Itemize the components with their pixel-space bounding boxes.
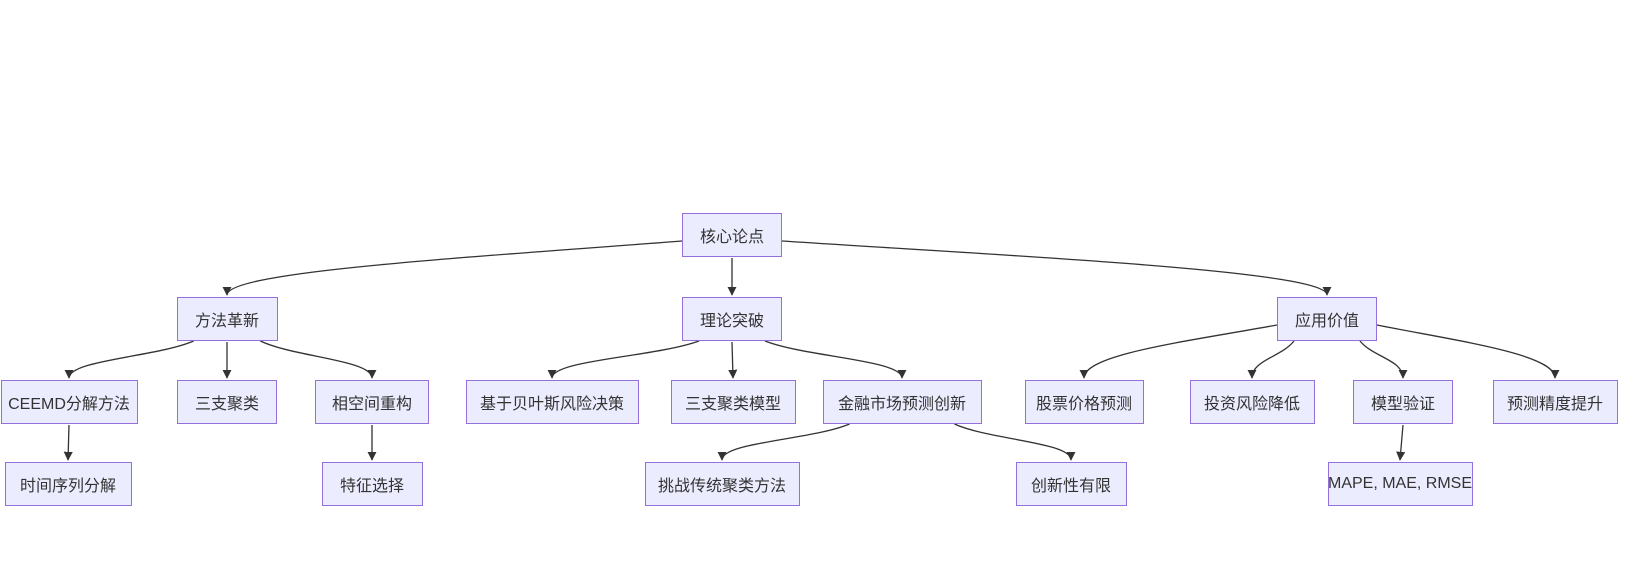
node-label-feature-selection: 特征选择	[339, 478, 404, 495]
node-label-root: 核心论点	[699, 229, 764, 246]
node-label-time-series-decomp: 时间序列分解	[19, 478, 116, 495]
node-label-challenge-traditional: 挑战传统聚类方法	[657, 478, 786, 495]
node-application: 应用价值	[1277, 297, 1377, 341]
node-risk-reduction: 投资风险降低	[1189, 380, 1315, 424]
node-metrics: MAPE, MAE, RMSE	[1327, 462, 1473, 506]
edge-ceemd-time-series-decomp	[63, 424, 73, 461]
edge-root-method	[222, 240, 683, 296]
node-three-way-model: 三支聚类模型	[670, 380, 796, 424]
node-label-bayesian-risk: 基于贝叶斯风险决策	[479, 396, 624, 413]
node-label-phase-space: 相空间重构	[331, 396, 412, 413]
node-ceemd: CEEMD分解方法	[0, 380, 138, 424]
edge-application-stock-prediction	[1079, 324, 1278, 379]
node-label-theory: 理论突破	[699, 313, 764, 330]
node-label-method: 方法革新	[194, 313, 259, 330]
edge-application-model-validation	[1359, 340, 1408, 379]
edge-root-application	[781, 240, 1332, 296]
node-label-ceemd: CEEMD分解方法	[8, 396, 130, 413]
node-root: 核心论点	[682, 213, 782, 257]
edge-application-risk-reduction	[1247, 340, 1295, 379]
node-label-accuracy-improvement: 预测精度提升	[1506, 396, 1603, 413]
edge-method-phase-space	[260, 340, 377, 379]
node-financial-innovation: 金融市场预测创新	[822, 380, 982, 424]
edge-model-validation-metrics	[1396, 424, 1406, 461]
node-limited-novelty: 创新性有限	[1015, 462, 1127, 506]
node-phase-space: 相空间重构	[315, 380, 429, 424]
node-accuracy-improvement: 预测精度提升	[1492, 380, 1618, 424]
node-stock-prediction: 股票价格预测	[1024, 380, 1144, 424]
edge-theory-three-way-model	[728, 341, 738, 379]
node-feature-selection: 特征选择	[321, 462, 423, 506]
node-method: 方法革新	[176, 297, 278, 341]
node-label-application: 应用价值	[1294, 313, 1359, 330]
node-label-limited-novelty: 创新性有限	[1030, 478, 1111, 495]
edge-method-ceemd	[64, 340, 194, 379]
node-bayesian-risk: 基于贝叶斯风险决策	[465, 380, 639, 424]
node-theory: 理论突破	[682, 297, 782, 341]
node-three-way-clustering: 三支聚类	[177, 380, 277, 424]
node-label-stock-prediction: 股票价格预测	[1035, 396, 1132, 413]
node-challenge-traditional: 挑战传统聚类方法	[644, 462, 800, 506]
node-label-model-validation: 模型验证	[1370, 396, 1435, 413]
edge-financial-innovation-challenge-traditional	[717, 423, 850, 461]
node-label-risk-reduction: 投资风险降低	[1203, 396, 1300, 413]
edge-application-accuracy-improvement	[1376, 324, 1560, 379]
edge-theory-bayesian-risk	[547, 340, 700, 379]
node-label-three-way-model: 三支聚类模型	[684, 396, 781, 413]
node-time-series-decomp: 时间序列分解	[4, 462, 132, 506]
edge-financial-innovation-limited-novelty	[954, 423, 1076, 461]
node-label-metrics: MAPE, MAE, RMSE	[1327, 475, 1473, 492]
node-label-three-way-clustering: 三支聚类	[194, 396, 259, 413]
edge-theory-financial-innovation	[764, 340, 907, 379]
node-model-validation: 模型验证	[1353, 380, 1453, 424]
node-label-financial-innovation: 金融市场预测创新	[837, 396, 966, 413]
